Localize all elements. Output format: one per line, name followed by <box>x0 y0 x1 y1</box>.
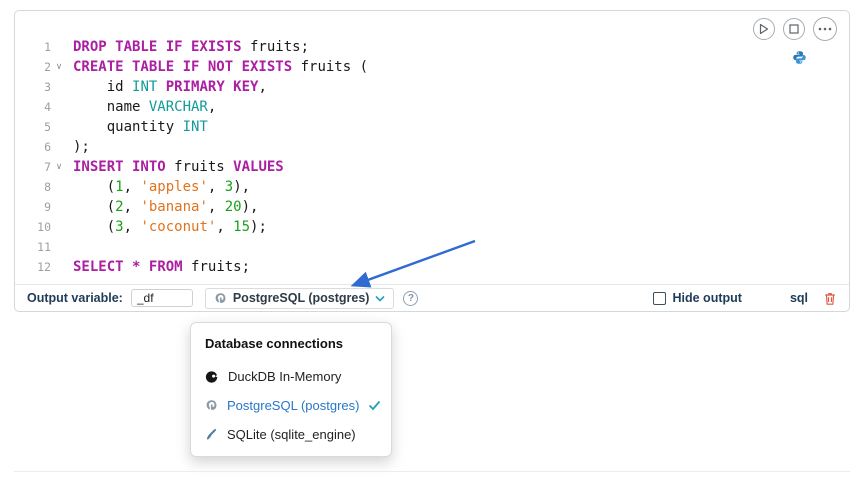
duckdb-icon <box>205 370 219 384</box>
fold-arrow-icon[interactable]: ∨ <box>55 62 63 72</box>
code-text: (2, 'banana', 20), <box>73 199 259 215</box>
fold-spacer <box>51 197 67 217</box>
fold-spacer <box>51 137 67 157</box>
code-text: id INT PRIMARY KEY, <box>73 79 267 95</box>
code-text: DROP TABLE IF EXISTS fruits; <box>73 39 310 55</box>
line-number: 2 <box>44 60 51 74</box>
line-number: 8 <box>44 180 51 194</box>
fold-spacer <box>51 97 67 117</box>
delete-cell-button[interactable] <box>823 291 837 306</box>
line-number: 3 <box>44 80 51 94</box>
stop-icon <box>789 24 799 34</box>
play-icon <box>759 23 769 35</box>
ellipsis-icon <box>818 27 832 31</box>
trash-icon <box>823 291 837 306</box>
menu-item-label: DuckDB In-Memory <box>228 369 342 384</box>
language-badge[interactable]: sql <box>789 291 808 305</box>
line-number: 1 <box>44 40 51 54</box>
fold-spacer <box>51 237 67 257</box>
code-line[interactable]: 6); <box>23 137 849 157</box>
code-line[interactable]: 1 DROP TABLE IF EXISTS fruits; <box>23 37 849 57</box>
code-line[interactable]: 11 <box>23 237 849 257</box>
menu-item-duckdb[interactable]: DuckDB In-Memory <box>191 362 391 391</box>
menu-item-label: SQLite (sqlite_engine) <box>227 427 356 442</box>
line-number: 11 <box>37 240 51 254</box>
menu-title: Database connections <box>205 336 343 351</box>
help-icon[interactable]: ? <box>403 290 419 306</box>
connection-dropdown[interactable]: PostgreSQL (postgres) <box>204 287 395 309</box>
menu-item-label: PostgreSQL (postgres) <box>227 398 360 413</box>
code-line[interactable]: 12 SELECT * FROM fruits; <box>23 257 849 277</box>
cell-toolbar <box>753 17 837 41</box>
hide-output-checkbox[interactable] <box>652 291 666 305</box>
chevron-down-icon <box>375 295 386 302</box>
more-options-button[interactable] <box>813 17 837 41</box>
footer-right-group: Hide output sql <box>652 291 838 306</box>
fold-spacer <box>51 177 67 197</box>
code-text: CREATE TABLE IF NOT EXISTS fruits ( <box>73 59 369 75</box>
code-editor[interactable]: 1 DROP TABLE IF EXISTS fruits; 2 ∨ CREATE TA… <box>15 11 849 277</box>
line-number: 10 <box>37 220 51 234</box>
code-text: (3, 'coconut', 15); <box>73 219 267 235</box>
python-kernel-icon <box>792 50 807 70</box>
code-line[interactable]: 9 (2, 'banana', 20), <box>23 197 849 217</box>
code-line[interactable]: 7 ∨ INSERT INTO fruits VALUES <box>23 157 849 177</box>
code-line[interactable]: 3 id INT PRIMARY KEY, <box>23 77 849 97</box>
line-number: 12 <box>37 260 51 274</box>
code-line[interactable]: 2 ∨ CREATE TABLE IF NOT EXISTS fruits ( <box>23 57 849 77</box>
code-text: name VARCHAR, <box>73 99 217 115</box>
code-text: (1, 'apples', 3), <box>73 179 251 195</box>
sqlite-icon <box>205 428 218 441</box>
fold-spacer <box>51 37 67 57</box>
connection-label: PostgreSQL (postgres) <box>232 291 370 305</box>
run-cell-button[interactable] <box>753 18 775 40</box>
output-variable-input[interactable] <box>130 289 193 307</box>
postgresql-icon <box>214 292 227 305</box>
next-cell-edge <box>14 471 850 472</box>
cell-footer-toolbar: Output variable: PostgreSQL (postgres) ?… <box>15 284 849 311</box>
code-line[interactable]: 10 (3, 'coconut', 15); <box>23 217 849 237</box>
postgresql-icon <box>205 399 218 412</box>
stop-button[interactable] <box>783 18 805 40</box>
line-number: 4 <box>44 100 51 114</box>
fold-spacer <box>51 217 67 237</box>
code-text: SELECT * FROM fruits; <box>73 259 251 275</box>
fold-spacer <box>51 257 67 277</box>
line-number: 9 <box>44 200 51 214</box>
menu-item-postgresql[interactable]: PostgreSQL (postgres) <box>191 391 391 420</box>
code-line[interactable]: 5 quantity INT <box>23 117 849 137</box>
code-line[interactable]: 4 name VARCHAR, <box>23 97 849 117</box>
line-number: 5 <box>44 120 51 134</box>
fold-spacer <box>51 117 67 137</box>
line-number: 7 <box>44 160 51 174</box>
code-line[interactable]: 8 (1, 'apples', 3), <box>23 177 849 197</box>
output-variable-label: Output variable: <box>27 291 123 305</box>
line-number: 6 <box>44 140 51 154</box>
fold-spacer <box>51 77 67 97</box>
code-text: quantity INT <box>73 119 208 135</box>
menu-item-sqlite[interactable]: SQLite (sqlite_engine) <box>191 420 391 449</box>
sql-cell: 1 DROP TABLE IF EXISTS fruits; 2 ∨ CREATE TA… <box>14 10 850 312</box>
code-text: ); <box>73 139 90 155</box>
code-text: INSERT INTO fruits VALUES <box>73 159 284 175</box>
database-connections-menu: Database connections DuckDB In-Memory Po… <box>190 322 392 457</box>
hide-output-label: Hide output <box>672 291 742 305</box>
checkmark-icon <box>368 400 381 411</box>
fold-arrow-icon[interactable]: ∨ <box>55 162 63 172</box>
